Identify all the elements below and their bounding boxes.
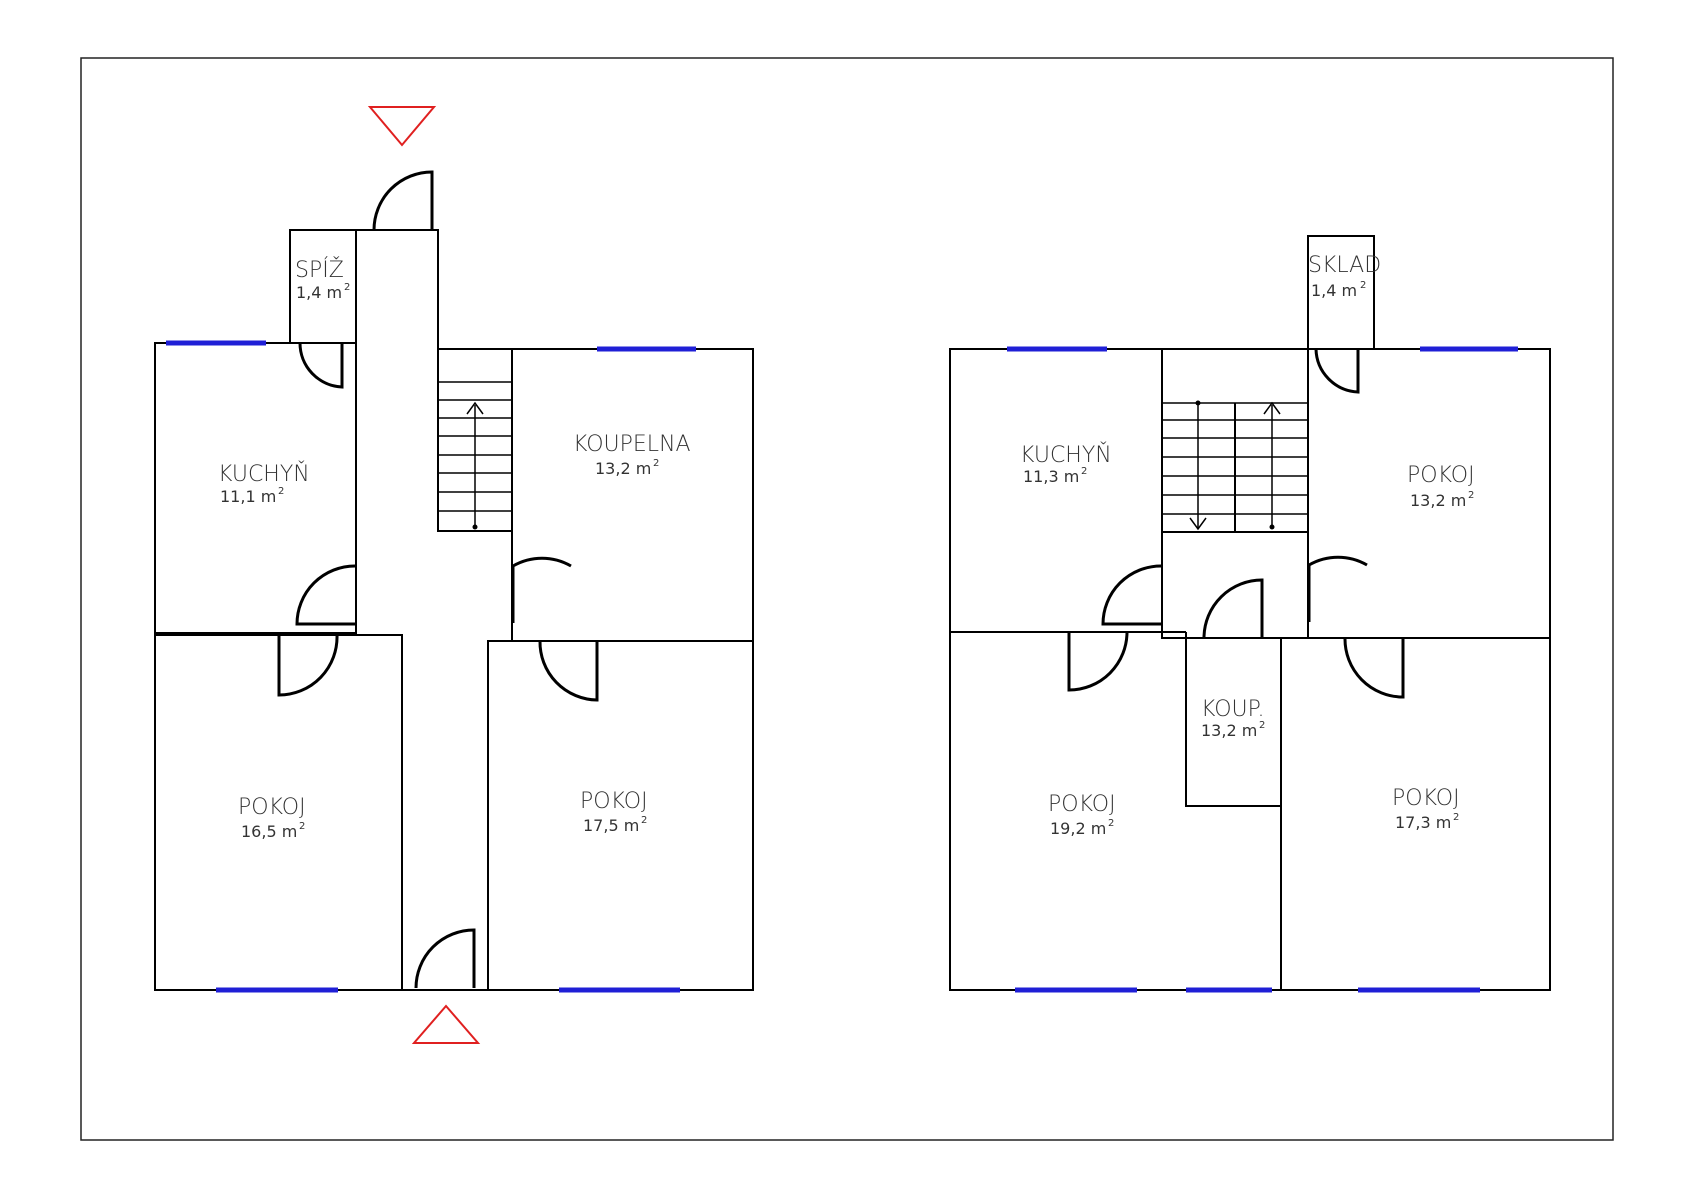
label-koupelna-area: 13,2 m [595, 459, 651, 478]
windows-upper [1007, 346, 1518, 993]
label-pokoj-left-area: 16,5 m [241, 822, 297, 841]
entrance-marker-top [367, 106, 437, 147]
label-spiz-sup: 2 [344, 282, 350, 293]
door-entrance-top [372, 170, 434, 231]
label-kuchyn-area: 11,1 m [220, 487, 276, 506]
label-pokoj-right-area: 17,5 m [583, 816, 639, 835]
ground-floor-plan: SPÍŽ 1,4 m 2 KUCHYŇ 11,1 m 2 KOUPELNA 13… [154, 106, 754, 1044]
wall-koup [1185, 632, 1281, 807]
door-kuchyn [295, 564, 356, 626]
label-koup-area: 13,2 m [1201, 721, 1257, 740]
staircase-ground [438, 381, 512, 530]
entrance-marker-bottom [411, 1004, 481, 1044]
door-spiz [298, 342, 344, 389]
door-pokoj-left-upper [1067, 631, 1129, 692]
doors-ground [277, 170, 599, 989]
wall-kuchyn-upper [949, 348, 1163, 633]
door-kuchyn-upper [1101, 564, 1162, 626]
label-kuchyn-name: KUCHYŇ [218, 461, 310, 487]
drawing-frame [80, 57, 1614, 1141]
label-koupelna-name: KOUPELNA [573, 432, 691, 457]
doors-upper [1067, 348, 1405, 699]
label-sklad-name: SKLAD [1308, 253, 1381, 278]
label-pokoj-right-upper-name: POKOJ [1392, 786, 1460, 811]
staircase-upper [1162, 400, 1308, 531]
label-kuchyn-upper-sup: 2 [1081, 466, 1087, 477]
label-pokoj-top-upper-name: POKOJ [1407, 463, 1475, 488]
door-pokoj-top-upper [1307, 555, 1368, 622]
wall-corridor-top [356, 229, 439, 349]
door-pokoj-right [538, 640, 599, 702]
door-entrance-bottom [414, 928, 476, 989]
label-pokoj-right-name: POKOJ [580, 789, 648, 814]
label-pokoj-left-upper-sup: 2 [1108, 818, 1114, 829]
wall-koupelna [511, 348, 754, 642]
door-koup [1202, 578, 1264, 638]
label-pokoj-left-upper-name: POKOJ [1048, 792, 1116, 817]
label-pokoj-right-upper-sup: 2 [1453, 812, 1459, 823]
windows-ground [166, 340, 696, 993]
door-pokoj-right-upper [1343, 637, 1405, 699]
door-pokoj-left [277, 634, 339, 697]
label-koup-sup: 2 [1259, 720, 1265, 731]
label-sklad-area: 1,4 m [1311, 281, 1357, 300]
label-sklad-sup: 2 [1360, 280, 1366, 291]
door-koupelna [511, 556, 572, 623]
label-kuchyn-upper-area: 11,3 m [1023, 467, 1079, 486]
label-pokoj-right-upper-area: 17,3 m [1395, 813, 1451, 832]
label-pokoj-top-upper-area: 13,2 m [1410, 491, 1466, 510]
label-pokoj-left-sup: 2 [299, 821, 305, 832]
label-koupelna-sup: 2 [653, 458, 659, 469]
label-pokoj-right-sup: 2 [641, 815, 647, 826]
label-pokoj-left-name: POKOJ [238, 795, 306, 820]
label-spiz-name: SPÍŽ [295, 257, 344, 283]
label-kuchyn-sup: 2 [278, 486, 284, 497]
upper-floor-plan: SKLAD 1,4 m 2 KUCHYŇ 11,3 m 2 POKOJ 13,2… [949, 235, 1551, 993]
label-pokoj-left-upper-area: 19,2 m [1050, 819, 1106, 838]
label-pokoj-top-upper-sup: 2 [1468, 490, 1474, 501]
door-sklad [1314, 348, 1360, 394]
label-kuchyn-upper-name: KUCHYŇ [1020, 442, 1112, 468]
label-koup-name: KOUP. [1201, 697, 1264, 722]
label-spiz-area: 1,4 m [296, 283, 342, 302]
